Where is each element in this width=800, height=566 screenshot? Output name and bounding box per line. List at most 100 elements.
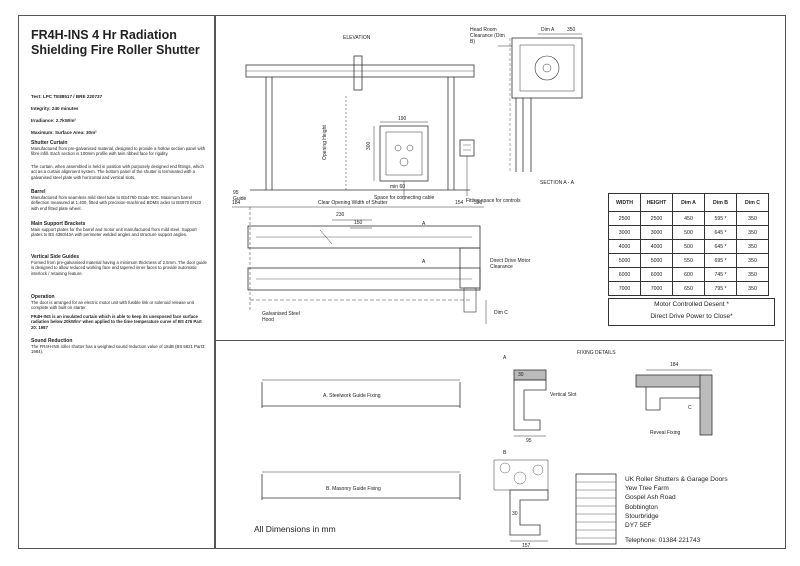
dim-190-label: 190 — [398, 116, 407, 122]
table-cell: 4000 — [640, 239, 673, 254]
plan-a-lower: A — [422, 259, 426, 265]
direct-drive-label: Direct Drive Motor Clearance — [490, 258, 531, 270]
section-sound-reduction: Sound Reduction The FR4H-INS roller shut… — [31, 338, 207, 355]
table-cell: 795 * — [704, 281, 737, 296]
table-cell: 6000 — [608, 267, 641, 282]
address-line: Yew Tree Farm — [625, 485, 669, 493]
dim-350-label: 350 — [567, 27, 576, 33]
section-body: Main support plates for the barrel and m… — [31, 227, 197, 238]
spec-irradiance: Irradiance: 2.7kW/m² — [31, 118, 76, 123]
table-cell: 4000 — [608, 239, 641, 254]
section-heading: Shutter Curtain — [31, 140, 68, 146]
plan-dim-336: 336 — [474, 200, 483, 206]
section-operation: Operation The door is arranged for an el… — [31, 294, 207, 311]
elevation-motor — [353, 55, 363, 91]
clear-opening-label: Clear Opening Width of Shutter — [318, 200, 388, 206]
col-dim-a: Dim A — [672, 193, 705, 212]
spec-test: Test: LPC TE88517 / BRE 220737 — [31, 94, 103, 99]
table-cell: 2500 — [640, 211, 673, 226]
table-cell: 645 * — [704, 225, 737, 240]
section-body: Manufactured from seamless mild steel tu… — [31, 195, 202, 211]
note-motor-controlled: Motor Controlled Desent * — [654, 301, 729, 308]
table-cell: 350 — [736, 225, 769, 240]
detail-b-30: 30 — [512, 511, 518, 517]
table-cell: 350 — [736, 253, 769, 268]
table-cell: 350 — [736, 267, 769, 282]
vertical-slot-label: Vertical Slot — [550, 392, 577, 398]
panel-divider — [214, 340, 784, 341]
detail-b-letter: B — [503, 450, 507, 456]
guide-95-label: 95 — [233, 190, 239, 196]
section-heading: Sound Reduction — [31, 338, 73, 344]
detail-b-157: 157 — [522, 543, 531, 549]
plan-barrel-upper — [247, 225, 481, 249]
opening-height-label: Opening Height — [322, 125, 328, 160]
address-line: UK Roller Shutters & Garage Doors — [625, 476, 728, 483]
table-header-row: WIDTH HEIGHT Dim A Dim B Dim C — [608, 193, 769, 212]
section-body: Manufactured from pre-galvanised materia… — [31, 146, 206, 157]
section-body: FR4H-INS is an insulated curtain which i… — [31, 314, 202, 330]
section-insulated: FR4H-INS is an insulated curtain which i… — [31, 314, 207, 330]
table-cell: 600 — [672, 267, 705, 282]
table-cell: 3000 — [640, 225, 673, 240]
masonry-fixing-label: B. Masonry Guide Fixing — [326, 486, 381, 492]
section-a-a-view — [498, 33, 583, 172]
detail-a-30: 30 — [518, 372, 524, 378]
section-body: The curtain, when assembled is held in p… — [31, 164, 204, 180]
address-line: DY7 5EF — [625, 522, 652, 530]
section-barrel: Barrel Manufactured from seamless mild s… — [31, 189, 207, 211]
col-dim-b: Dim B — [704, 193, 737, 212]
detail-b-section — [509, 489, 549, 536]
plan-dim-154: 154 — [455, 200, 464, 206]
section-heading: Operation — [31, 294, 55, 300]
table-cell: 450 — [672, 211, 705, 226]
table-notes: Motor Controlled Desent * Direct Drive P… — [608, 298, 775, 326]
dim-c-label: Dim C — [494, 310, 508, 316]
elevation-view — [245, 55, 475, 200]
section-aa-label: SECTION A - A — [540, 180, 574, 186]
section-housing — [511, 37, 583, 99]
table-cell: 7000 — [640, 281, 673, 296]
elevation-label: ELEVATION — [343, 35, 371, 41]
reveal-wall — [635, 374, 703, 388]
address-line: Bobbington — [625, 503, 658, 511]
detail-a-letter: A — [503, 355, 507, 361]
spec-max-area: Maximum: Surface Area: 30m² — [31, 130, 97, 135]
table-cell: 500 — [672, 239, 705, 254]
reveal-fixing-label: Reveal Fixing — [650, 430, 681, 436]
spec-panel: FR4H-INS 4 Hr Radiation Shielding Fire R… — [18, 15, 216, 549]
address-line: Gospel Ash Road — [625, 494, 676, 502]
section-body: Formed from pre-galvanised material havi… — [31, 260, 207, 276]
guide-label: Guide — [233, 196, 247, 202]
table-cell: 695 * — [704, 253, 737, 268]
section-body: The FR4H-INS roller shutter has a weight… — [31, 344, 206, 355]
fixing-details-label: FIXING DETAILS — [577, 350, 616, 356]
plan-dim-150: 150 — [354, 220, 363, 226]
section-body: The door is arranged for an electric mot… — [31, 300, 194, 311]
table-cell: 650 — [672, 281, 705, 296]
detail-b-masonry — [493, 459, 549, 491]
detail-a-section — [513, 379, 547, 431]
galvanised-hood-label: Galvanised Steel Hood — [262, 311, 300, 323]
garage-door-image — [575, 473, 617, 545]
control-box — [379, 125, 429, 182]
table-cell: 350 — [736, 281, 769, 296]
reveal-184: 184 — [670, 362, 679, 368]
table-cell: 500 — [672, 225, 705, 240]
fitting-space-label: Fitting space for controls — [466, 198, 521, 204]
section-main-support: Main Support Brackets Main support plate… — [31, 221, 207, 238]
space-cable-label: Space for connecting cable — [374, 195, 435, 201]
table-cell: 7000 — [608, 281, 641, 296]
table-cell: 5000 — [608, 253, 641, 268]
plan-dim-184: 184 — [232, 200, 241, 206]
telephone: Telephone: 01384 221743 — [625, 537, 701, 545]
table-cell: 3000 — [608, 225, 641, 240]
col-height: HEIGHT — [640, 193, 673, 212]
spec-integrity: Integrity: 240 minutes — [31, 106, 79, 111]
fixing-details — [261, 369, 713, 545]
